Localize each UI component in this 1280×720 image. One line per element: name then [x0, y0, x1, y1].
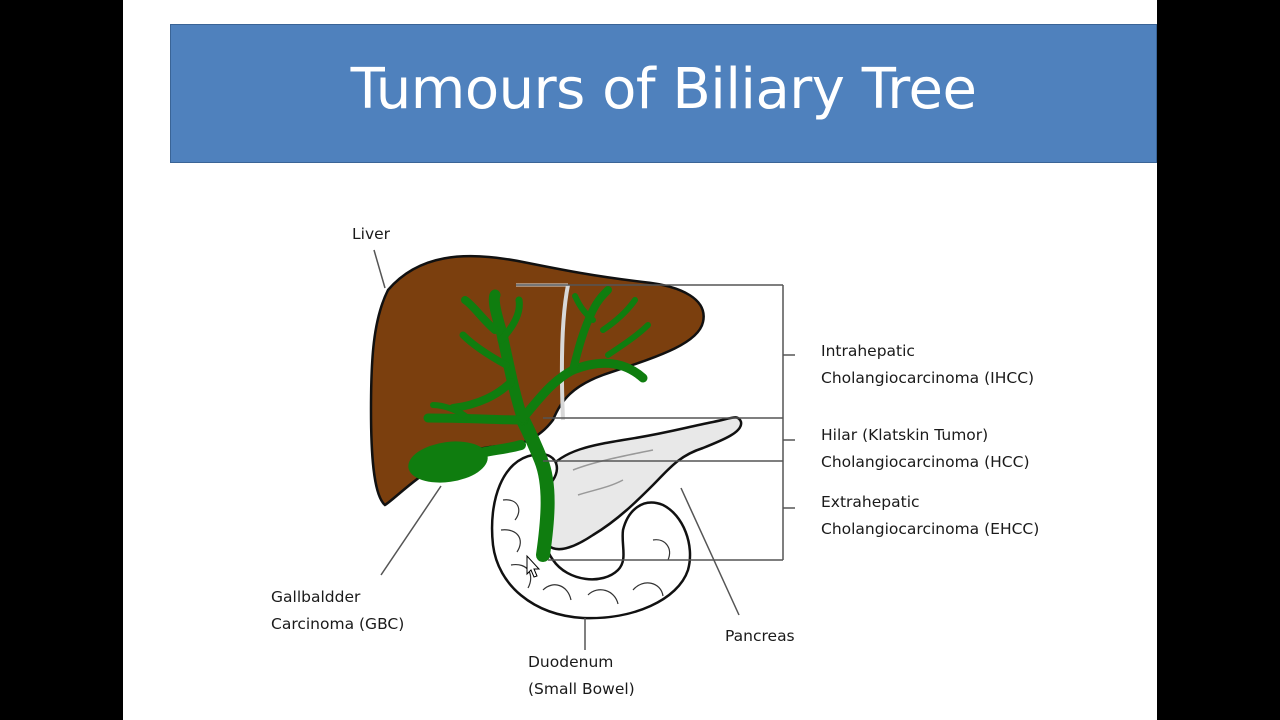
label-pancreas: Pancreas	[725, 627, 795, 645]
label-ihcc-2: Cholangiocarcinoma (IHCC)	[821, 369, 1035, 387]
slide: Tumours of Biliary Tree	[123, 0, 1157, 720]
slide-title: Tumours of Biliary Tree	[350, 57, 977, 122]
label-duodenum-2: (Small Bowel)	[528, 680, 635, 698]
label-ehcc-2: Cholangiocarcinoma (EHCC)	[821, 520, 1040, 538]
label-gbc-2: Carcinoma (GBC)	[271, 615, 405, 633]
label-ihcc-1: Intrahepatic	[821, 342, 915, 360]
label-ehcc-1: Extrahepatic	[821, 493, 920, 511]
biliary-tree	[408, 286, 651, 562]
gallbladder	[408, 441, 488, 483]
label-hilar-2: Cholangiocarcinoma (HCC)	[821, 453, 1030, 471]
title-bar: Tumours of Biliary Tree	[170, 24, 1157, 163]
pancreas-shape	[540, 416, 743, 551]
leader-lines	[373, 249, 740, 650]
biliary-anatomy-diagram	[369, 249, 795, 650]
label-liver: Liver	[352, 225, 391, 243]
label-duodenum-1: Duodenum	[528, 653, 614, 671]
mouse-cursor	[526, 554, 541, 578]
label-gbc-1: Gallbaldder	[271, 588, 361, 606]
bracket-lines	[516, 284, 795, 561]
label-hilar-1: Hilar (Klatskin Tumor)	[821, 426, 989, 444]
